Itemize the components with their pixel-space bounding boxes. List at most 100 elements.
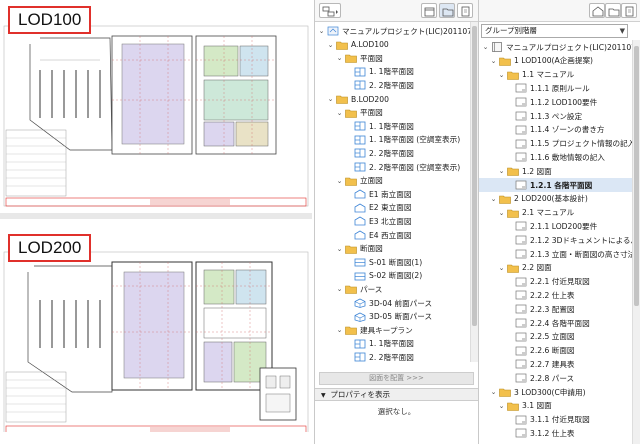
expand-toggle-icon[interactable]: ⌄	[498, 167, 505, 176]
navigator-tree-item[interactable]: E4 西立面図	[315, 228, 470, 242]
expand-toggle-icon[interactable]: ⌄	[327, 40, 334, 49]
navigator-tree-item-label: 平面図	[360, 53, 383, 63]
layout-book-tree-item[interactable]: ⌄2.1 マニュアル	[479, 206, 632, 220]
navigator-tree-item[interactable]: 3D-05 断面パース	[315, 310, 470, 324]
navigator-tree-item[interactable]: ⌄B.LOD200	[315, 92, 470, 106]
navigator-tree-item[interactable]: E3 北立面図	[315, 214, 470, 228]
layout-folder-button[interactable]	[605, 3, 621, 18]
layout-book-tree-item[interactable]: ⌄2.2 図面	[479, 261, 632, 275]
layout-book-button[interactable]	[439, 3, 455, 18]
publisher-sets-button[interactable]	[457, 3, 473, 18]
layout-book-tree-item[interactable]: 2.2.3 配置図	[479, 302, 632, 316]
layout-book-scrollbar[interactable]	[632, 40, 640, 444]
expand-toggle-icon[interactable]: ⌄	[490, 56, 497, 65]
navigator-tree-item[interactable]: 1. 1階平面図	[315, 119, 470, 133]
navigator-tree-item[interactable]: S-02 断面図(2)	[315, 269, 470, 283]
place-drawing-button[interactable]: 図面を配置 >>>	[319, 372, 474, 385]
expand-toggle-icon[interactable]: ⌄	[490, 194, 497, 203]
layout-book-tree-item[interactable]: 1.1.5 プロジェクト情報の記入	[479, 137, 632, 151]
expand-toggle-icon[interactable]: ⌄	[498, 401, 505, 410]
layout-book-tree-item[interactable]: ⌄1.1 マニュアル	[479, 68, 632, 82]
navigator-tree-item[interactable]: ⌄平面図	[315, 106, 470, 120]
navigator-tree-item[interactable]: E1 南立面図	[315, 187, 470, 201]
grouping-dropdown-value: グループ別階層	[485, 26, 538, 35]
layout-book-tree-item[interactable]: 2.2.5 立面図	[479, 330, 632, 344]
expand-toggle-icon[interactable]: ⌄	[498, 70, 505, 79]
navigator-tree-item[interactable]: ⌄断面図	[315, 242, 470, 256]
navigator-tree-item[interactable]: 2. 2階平面図	[315, 350, 470, 364]
navigator-tree-item[interactable]: ⌄パース	[315, 282, 470, 296]
view-map-button[interactable]	[421, 3, 437, 18]
navigator-tree-item[interactable]: 2. 2階平面図 (空調室表示)	[315, 160, 470, 174]
layout-book-tree-item[interactable]: 1.2.1 各階平面図	[479, 178, 632, 192]
navigator-tree-item[interactable]: ⌄マニュアルプロジェクト(LIC)201107	[315, 24, 470, 38]
3d-view-icon	[354, 298, 366, 308]
navigator-tree-item[interactable]: 1. 1階平面図	[315, 65, 470, 79]
expand-toggle-icon[interactable]: ⌄	[336, 176, 343, 185]
layout-settings-button[interactable]	[621, 3, 637, 18]
navigator-toolbar	[315, 0, 478, 22]
layout-book-tree-item[interactable]: 2.1.3 立面・断面図の高さ寸法について	[479, 247, 632, 261]
expand-toggle-icon[interactable]: ⌄	[498, 208, 505, 217]
layout-book-tree-item[interactable]: 2.2.8 パース	[479, 371, 632, 385]
project-map-button[interactable]	[319, 3, 341, 18]
expand-toggle-icon[interactable]: ⌄	[318, 27, 325, 35]
layout-sheet-icon	[515, 221, 527, 231]
layout-book-tree-item-label: 1 LOD100(A企画提案)	[514, 56, 594, 66]
layout-book-tree-item[interactable]: 2.2.4 各階平面図	[479, 316, 632, 330]
layout-book-tree-item[interactable]: 2.2.2 仕上表	[479, 288, 632, 302]
layout-book-tree-item[interactable]: 1.1.3 ペン設定	[479, 109, 632, 123]
navigator-scroll-thumb[interactable]	[472, 26, 477, 326]
layout-book-tree-item[interactable]: 3.1.1 付近見取図	[479, 413, 632, 427]
expand-toggle-icon[interactable]: ⌄	[336, 54, 343, 63]
lod200-sheet: LOD200	[0, 222, 312, 432]
layout-book-tree-item[interactable]: 1.1.6 敷地情報の記入	[479, 150, 632, 164]
expand-toggle-icon[interactable]: ⌄	[490, 388, 497, 396]
navigator-tree-item[interactable]: 2. 2階平面図	[315, 146, 470, 160]
expand-toggle-icon[interactable]: ⌄	[482, 43, 489, 51]
layout-sheet-icon	[515, 152, 527, 162]
layout-book-scroll-thumb[interactable]	[634, 46, 639, 306]
navigator-tree-item[interactable]: ⌄ 平面図	[315, 51, 470, 65]
navigator-tree-item-label: E3 北立面図	[369, 216, 412, 226]
layout-book-tree-item[interactable]: ⌄マニュアルプロジェクト(LIC)201107	[479, 40, 632, 54]
expand-toggle-icon[interactable]: ⌄	[336, 326, 343, 335]
navigator-tree-item[interactable]: 2. 2階平面図	[315, 78, 470, 92]
navigator-tree-item[interactable]: S-01 断面図(1)	[315, 255, 470, 269]
layout-book-tree-item[interactable]: ⌄ 1 LOD100(A企画提案)	[479, 54, 632, 68]
navigator-tree-item[interactable]: ⌄A.LOD100	[315, 38, 470, 52]
navigator-tree-item[interactable]: ⌄立面図	[315, 174, 470, 188]
layout-sheet-icon	[515, 249, 527, 259]
layout-book-tree-item[interactable]: 1.1.2 LOD100要件	[479, 95, 632, 109]
lod100-label: LOD100	[8, 6, 92, 34]
navigator-scrollbar[interactable]	[470, 22, 478, 362]
layout-book-tree-item[interactable]: 1.1.4 ゾーンの書き方	[479, 123, 632, 137]
navigator-tree-item[interactable]: ⌄建具キープラン	[315, 323, 470, 337]
expand-toggle-icon[interactable]: ⌄	[327, 95, 334, 103]
layout-book-tree-item[interactable]: 3.1.2 仕上表	[479, 426, 632, 440]
layout-book-tree-item[interactable]: 2.1.2 3Dドキュメントによるパースの作成	[479, 233, 632, 247]
expand-toggle-icon[interactable]: ⌄	[336, 285, 343, 294]
navigator-tree-item[interactable]: E2 東立面図	[315, 201, 470, 215]
layout-book-tree-item[interactable]: 2.1.1 LOD200要件	[479, 219, 632, 233]
expand-toggle-icon[interactable]: ⌄	[498, 263, 505, 272]
navigator-tree-item[interactable]: 1. 1階平面図 (空調室表示)	[315, 133, 470, 147]
layout-book-tree-item-label: 2.2.5 立面図	[530, 332, 575, 342]
layout-book-tree-item[interactable]: 2.2.6 断面図	[479, 344, 632, 358]
layout-book-tree-item[interactable]: 2.2.7 建具表	[479, 357, 632, 371]
layout-book-tree-item[interactable]: 2.2.1 付近見取図	[479, 275, 632, 289]
layout-book-tree-item[interactable]: ⌄1.2 図面	[479, 164, 632, 178]
show-properties-toggle[interactable]: ▼ プロパティを表示	[315, 388, 478, 401]
layout-book-tree-item-label: 2 LOD200(基本設計)	[514, 194, 588, 204]
navigator-tree-item[interactable]: 3D-04 前面パース	[315, 296, 470, 310]
expand-toggle-icon[interactable]: ⌄	[336, 244, 343, 253]
layout-book-tree-item[interactable]: ⌄3 LOD300(C申請用)	[479, 385, 632, 399]
layout-book-tree-item[interactable]: 1.1.1 原則ルール	[479, 81, 632, 95]
navigator-tree-item[interactable]: 1. 1階平面図	[315, 337, 470, 351]
grouping-dropdown[interactable]: グループ別階層 ▼	[481, 24, 628, 38]
new-layout-button[interactable]	[589, 3, 605, 18]
layout-book-tree-item[interactable]: ⌄ 2 LOD200(基本設計)	[479, 192, 632, 206]
layout-book-tree-item[interactable]: ⌄3.1 図面	[479, 399, 632, 413]
expand-toggle-icon[interactable]: ⌄	[336, 108, 343, 117]
